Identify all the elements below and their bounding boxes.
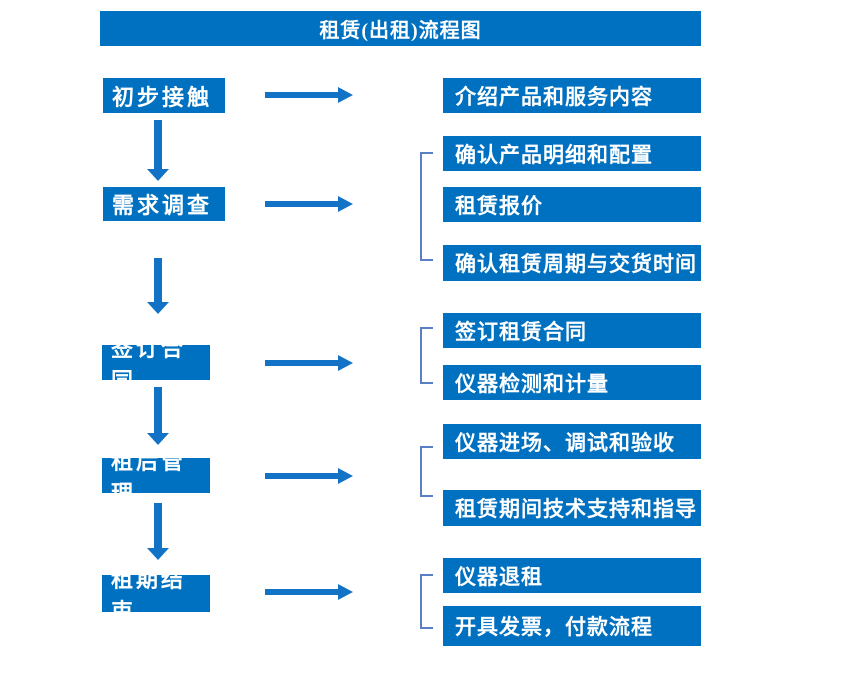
step-box-needs-survey: 需求调查 [103, 187, 225, 221]
detail-box-rental-quote: 租赁报价 [443, 187, 701, 222]
arrow-shaft [154, 120, 162, 169]
arrow-shaft [265, 92, 339, 98]
arrow-head [338, 87, 353, 103]
detail-box-instrument-return: 仪器退租 [443, 558, 701, 593]
detail-box-introduce-products-services: 介绍产品和服务内容 [443, 78, 701, 113]
detail-box-confirm-rental-period-delivery: 确认租赁周期与交货时间 [443, 245, 701, 281]
detail-box-rental-technical-support: 租赁期间技术支持和指导 [443, 490, 701, 526]
step-box-rental-end: 租期结束 [102, 567, 210, 624]
arrow-head [147, 169, 169, 181]
arrow-right-icon [265, 355, 353, 371]
arrow-right-icon [265, 584, 353, 600]
step-label: 初步接触 [112, 84, 213, 110]
arrow-right-icon [265, 87, 353, 103]
arrow-down-icon [147, 120, 169, 181]
detail-label: 仪器检测和计量 [455, 371, 609, 396]
arrow-shaft [265, 473, 339, 479]
arrow-shaft [265, 589, 339, 595]
arrow-right-icon [265, 196, 353, 212]
diagram-title: 租赁(出租)流程图 [319, 20, 482, 42]
group-bracket [420, 446, 433, 497]
detail-label: 介绍产品和服务内容 [455, 84, 653, 109]
detail-label: 租赁报价 [455, 193, 543, 218]
detail-label: 仪器退租 [455, 564, 543, 589]
arrow-head [338, 584, 353, 600]
arrow-down-icon [147, 258, 169, 314]
detail-box-instrument-testing-metering: 仪器检测和计量 [443, 365, 701, 400]
arrow-shaft [265, 201, 339, 207]
arrow-right-icon [265, 468, 353, 484]
detail-label: 仪器进场、调试和验收 [455, 430, 675, 455]
group-bracket [420, 574, 433, 629]
detail-label: 确认产品明细和配置 [455, 142, 653, 167]
arrow-down-icon [147, 387, 169, 445]
arrow-head [338, 468, 353, 484]
arrow-head [147, 548, 169, 560]
step-label: 需求调查 [112, 193, 213, 218]
diagram-title-bar: 租赁(出租)流程图 [100, 11, 701, 46]
detail-label: 签订租赁合同 [455, 319, 587, 344]
arrow-shaft [154, 258, 162, 302]
detail-box-confirm-product-details-config: 确认产品明细和配置 [443, 136, 701, 171]
step-label: 租期结束 [111, 566, 187, 624]
detail-label: 确认租赁周期与交货时间 [455, 252, 697, 276]
arrow-shaft [154, 503, 162, 548]
arrow-head [147, 433, 169, 445]
group-bracket [420, 327, 433, 384]
detail-box-instrument-setup-acceptance: 仪器进场、调试和验收 [443, 424, 701, 459]
detail-box-sign-rental-contract: 签订租赁合同 [443, 313, 701, 348]
arrow-shaft [154, 387, 162, 433]
arrow-down-icon [147, 503, 169, 560]
detail-box-invoice-payment-process: 开具发票，付款流程 [443, 606, 701, 646]
group-bracket [420, 152, 433, 261]
step-box-initial-contact: 初步接触 [103, 78, 225, 113]
arrow-head [338, 355, 353, 371]
arrow-head [338, 196, 353, 212]
step-box-post-rental-management: 租后管理 [102, 449, 210, 506]
detail-label: 开具发票，付款流程 [455, 615, 653, 639]
arrow-shaft [265, 360, 339, 366]
step-label: 签订合同 [111, 335, 187, 393]
step-box-sign-contract: 签订合同 [102, 336, 210, 393]
step-label: 租后管理 [111, 448, 187, 506]
arrow-head [147, 302, 169, 314]
detail-label: 租赁期间技术支持和指导 [455, 497, 697, 521]
